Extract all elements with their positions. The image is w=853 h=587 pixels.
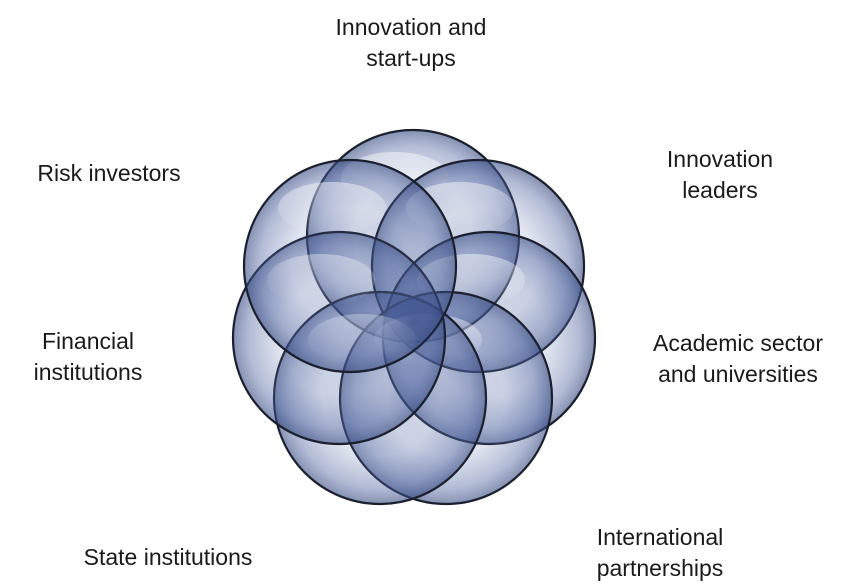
label-risk-investors: Risk investors <box>37 160 181 186</box>
label-innovation-startups: Innovation and start-ups <box>335 14 487 71</box>
label-innovation-leaders: Innovation leaders <box>666 146 774 203</box>
center-overlap <box>378 286 450 358</box>
label-academic-sector: Academic sector and universities <box>652 330 823 387</box>
label-financial-institutions: Financial institutions <box>33 328 143 385</box>
label-state-institutions: State institutions <box>83 544 253 570</box>
label-international-partnerships: International partnerships <box>596 524 724 581</box>
circles-group <box>231 128 597 506</box>
